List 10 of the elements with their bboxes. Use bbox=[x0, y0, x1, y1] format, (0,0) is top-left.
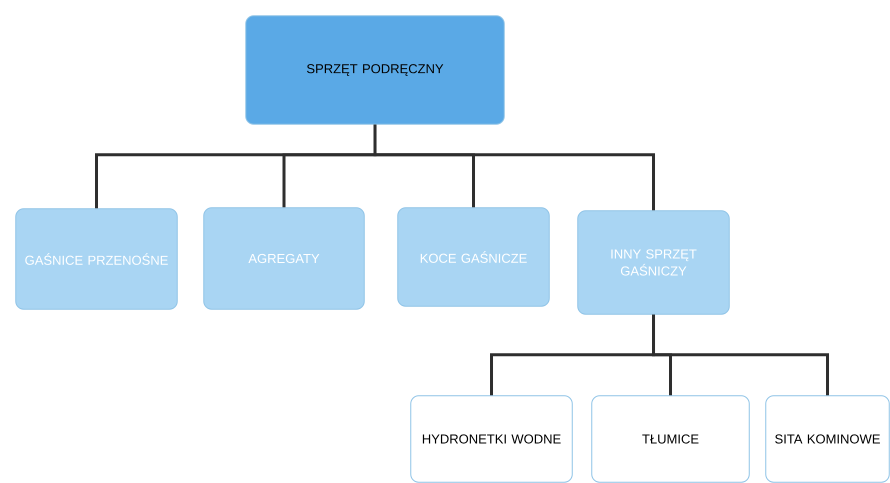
category-box: INNY SPRZĘT GAŚNICZY bbox=[577, 210, 730, 315]
root-box: SPRZĘT PODRĘCZNY bbox=[245, 15, 505, 125]
item-box: HYDRONETKI WODNE bbox=[410, 395, 573, 483]
connector-line bbox=[374, 124, 655, 210]
item-box: SITA KOMINOWE bbox=[765, 395, 890, 483]
item-box: TŁUMICE bbox=[591, 395, 750, 483]
category-box: AGREGATY bbox=[203, 207, 365, 310]
category-box: KOCE GAŚNICZE bbox=[397, 207, 550, 307]
category-box: GAŚNICE PRZENOŚNE bbox=[15, 208, 178, 310]
connector-line bbox=[652, 314, 829, 396]
